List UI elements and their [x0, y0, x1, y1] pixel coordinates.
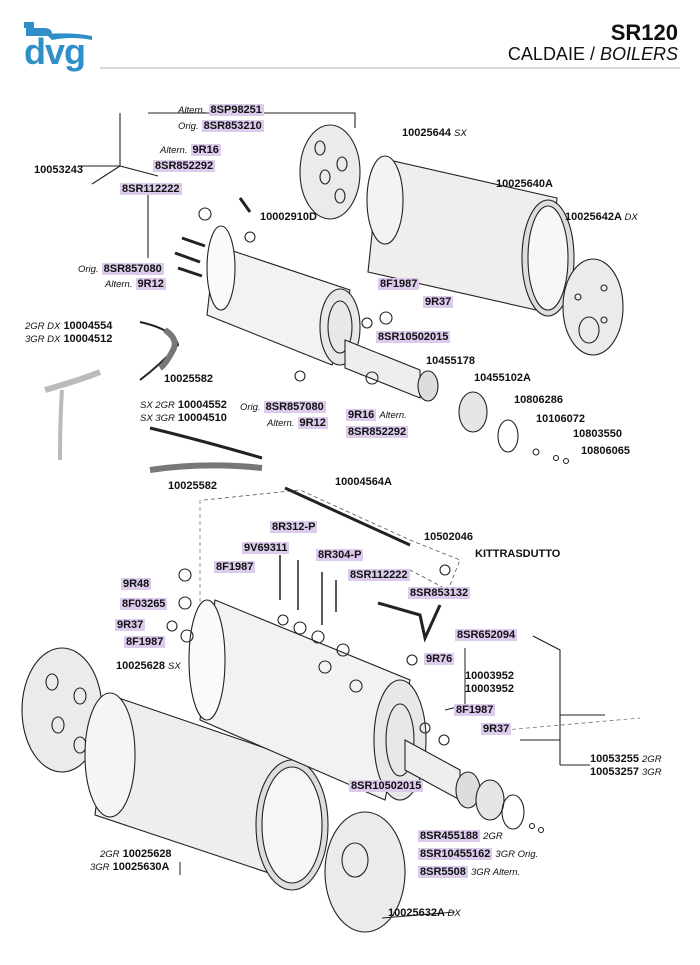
label: 10455178: [426, 355, 475, 367]
label: 8F1987: [214, 561, 256, 573]
label: 10003952: [465, 683, 514, 695]
lower-right-end-plate: [324, 811, 406, 933]
label: 10002910D: [260, 211, 317, 223]
lower-fittings: [166, 555, 451, 746]
label: 10025642A DX: [565, 211, 638, 223]
label: 9R37: [115, 619, 146, 631]
label: Orig. 8SR857080: [240, 401, 326, 413]
label: 10455102A: [474, 372, 531, 384]
label: 10806286: [514, 394, 563, 406]
label: 2GR DX 10004554: [25, 320, 113, 332]
brand-logo-text: dvg: [24, 31, 86, 72]
label: 8SR5508 3GR Altern.: [418, 866, 521, 878]
upper-insulation-shell: [366, 155, 575, 317]
label: Altern. 9R12: [105, 278, 166, 290]
label: 8SR455188 2GR: [418, 830, 503, 842]
label: 10806065: [581, 445, 630, 457]
label: 10502046: [424, 531, 473, 543]
label: 8F1987: [454, 704, 496, 716]
label: 8SR652094: [455, 629, 518, 641]
lower-heating-element: [404, 739, 545, 834]
label: 10025628 SX: [116, 660, 181, 672]
label: 9R37: [423, 296, 454, 308]
label: 10025632A DX: [388, 907, 461, 919]
label: KITTRASDUTTO: [475, 548, 561, 560]
dvg-logo: [22, 22, 94, 80]
label: 8SR112222: [120, 183, 182, 195]
label: 8F1987: [378, 278, 420, 290]
label: 10053243: [34, 164, 83, 176]
label: Orig. 8SR857080: [78, 263, 164, 275]
label: 9R37: [481, 723, 512, 735]
label: 3GR 10025630A: [90, 861, 170, 873]
label: 10004564A: [335, 476, 392, 488]
upper-boiler-tank: [206, 225, 361, 366]
label: 8SR853132: [408, 587, 471, 599]
label: 9V69311: [242, 542, 290, 554]
label: 10025640A: [496, 178, 553, 190]
label: 2GR 10025628: [100, 848, 172, 860]
label: 8R304-P: [316, 549, 364, 561]
pipes-upper: [44, 321, 263, 473]
upper-fittings: [174, 197, 393, 385]
upper-left-end-plate: [299, 124, 361, 220]
label: Altern. 8SP98251: [178, 104, 264, 116]
label: 10025644 SX: [402, 127, 467, 139]
label: 10106072: [536, 413, 585, 425]
label: 10053257 3GR: [590, 766, 662, 778]
label: Orig. 8SR853210: [178, 120, 264, 132]
faucet-icon: [24, 22, 92, 40]
label: 10803550: [573, 428, 622, 440]
label: 8SR112222: [348, 569, 410, 581]
label: 10025582: [168, 480, 217, 492]
label: 10003952: [465, 670, 514, 682]
label: SX 2GR 10004552: [140, 399, 227, 411]
upper-right-end-plate: [562, 258, 624, 356]
label: 8F1987: [124, 636, 166, 648]
upper-heating-element: [344, 339, 570, 465]
label: Altern. 9R16: [160, 144, 221, 156]
lower-insulation-shell: [84, 692, 329, 891]
label: 9R48: [121, 578, 152, 590]
model-title: SR120: [610, 20, 678, 45]
label: 9R16 Altern.: [346, 409, 407, 421]
label: 8SR10502015: [349, 780, 424, 792]
label: 10053255 2GR: [590, 753, 662, 765]
page-subtitle: CALDAIE / BOILERS: [507, 44, 678, 64]
label: 8R312-P: [270, 521, 318, 533]
label: 8SR852292: [153, 160, 216, 172]
label: 8SR10455162 3GR Orig.: [418, 848, 539, 860]
label: 10025582: [164, 373, 213, 385]
label: 8F03265: [120, 598, 168, 610]
label: SX 3GR 10004510: [140, 412, 227, 424]
label: Altern. 9R12: [267, 417, 328, 429]
label: 3GR DX 10004512: [25, 333, 113, 345]
label: 9R76: [424, 653, 455, 665]
label: 8SR10502015: [376, 331, 451, 343]
label: 8SR852292: [346, 426, 409, 438]
